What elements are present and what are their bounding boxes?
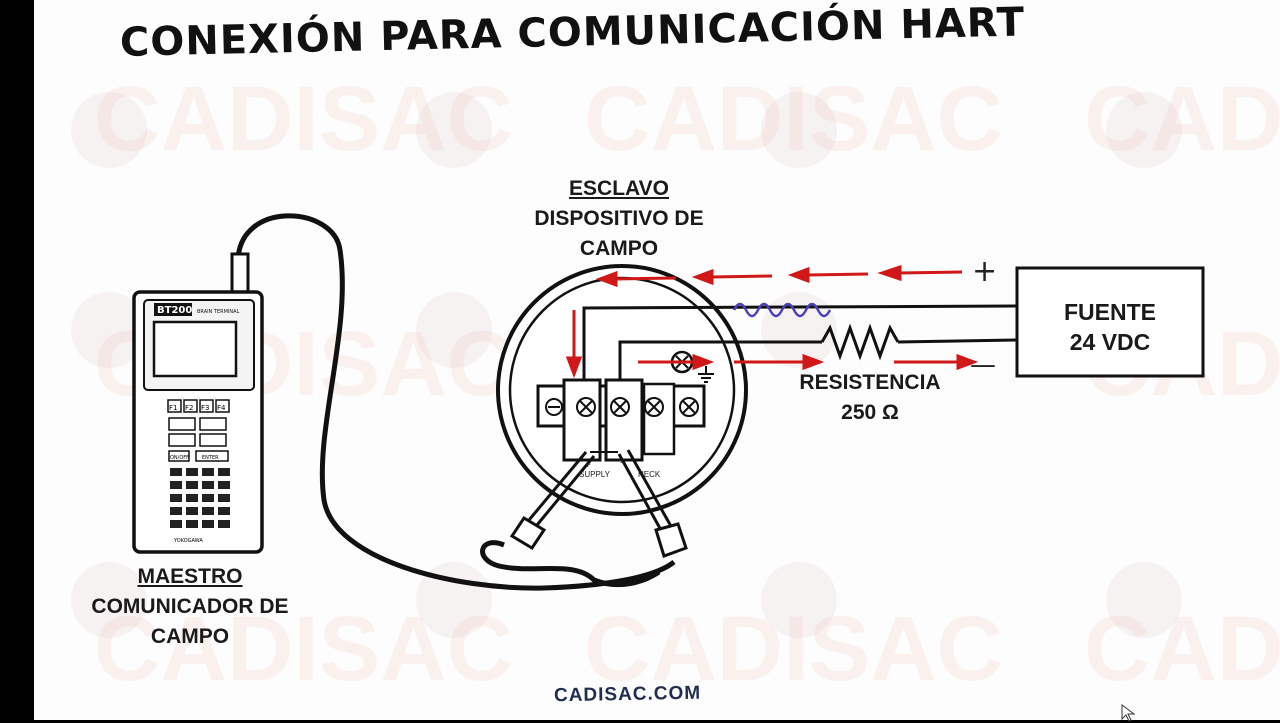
communicator-subtitle: BRAIN TERMINAL bbox=[197, 309, 240, 315]
hart-communicator: BT200 BRAIN TERMINAL F1 F2 F3 F4 ON/OFF … bbox=[132, 252, 264, 554]
resistor-name: RESISTENCIA bbox=[799, 371, 941, 394]
communicator-key-f1: F1 bbox=[169, 404, 177, 412]
watermark-text: CADISAC bbox=[1084, 598, 1280, 700]
ground-icon bbox=[698, 366, 714, 383]
terminal-block bbox=[536, 350, 714, 462]
watermark-text: CADISAC bbox=[584, 598, 1003, 700]
test-probes bbox=[509, 449, 688, 558]
slave-line2: CAMPO bbox=[579, 237, 659, 260]
slave-line1: DISPOSITIVO DE bbox=[534, 207, 704, 230]
terminal-check-label: HECK bbox=[638, 470, 661, 479]
terminal-plus-label: + bbox=[585, 460, 591, 471]
communicator-key-f4: F4 bbox=[217, 404, 226, 412]
power-supply-box bbox=[1015, 266, 1205, 378]
supply-minus-sign: — bbox=[970, 350, 996, 380]
master-heading: MAESTRO bbox=[137, 565, 243, 588]
master-line2: CAMPO bbox=[150, 625, 230, 648]
slave-heading: ESCLAVO bbox=[569, 177, 669, 200]
resistor-label: RESISTENCIA 250 Ω bbox=[770, 368, 970, 428]
communicator-key-f2: F2 bbox=[185, 404, 193, 412]
watermark-text: CADISAC bbox=[94, 598, 513, 700]
master-device-label: MAESTRO COMUNICADOR DE CAMPO bbox=[70, 562, 310, 652]
probe-cable-coil bbox=[480, 540, 661, 588]
hart-signal-wave bbox=[732, 302, 832, 318]
watermark-text: CADISAC bbox=[94, 68, 513, 170]
slide-canvas: CADISAC CADISAC CADISAC CADISAC CADISAC … bbox=[34, 0, 1280, 720]
terminal-minus-label: − bbox=[620, 458, 626, 469]
current-flow-arrows bbox=[565, 264, 979, 379]
loop-wire-negative bbox=[618, 338, 1017, 388]
terminal-supply-label: SUPPLY bbox=[579, 470, 610, 479]
power-supply-line2: 24 VDC bbox=[1069, 329, 1151, 355]
master-line1: COMUNICADOR DE bbox=[91, 595, 289, 618]
communicator-brand: YOKOGAWA bbox=[173, 538, 203, 544]
communicator-cable bbox=[235, 213, 676, 591]
mouse-cursor-icon bbox=[1121, 704, 1136, 722]
watermark-text: CADISAC bbox=[584, 68, 1003, 170]
slave-device-label: ESCLAVO DISPOSITIVO DE CAMPO bbox=[504, 174, 734, 264]
power-supply-line1: FUENTE bbox=[1064, 299, 1156, 325]
supply-plus-sign: + bbox=[972, 254, 998, 289]
resistor-value: 250 Ω bbox=[841, 401, 899, 424]
footer-website[interactable]: CADISAC.COM bbox=[553, 682, 702, 707]
hart-wiring-diagram: BT200 BRAIN TERMINAL F1 F2 F3 F4 ON/OFF … bbox=[132, 213, 1205, 591]
communicator-key-f3: F3 bbox=[201, 404, 209, 412]
communicator-key-enter: ENTER bbox=[202, 455, 219, 461]
watermark-text: CADISAC bbox=[1084, 68, 1280, 170]
communicator-model: BT200 bbox=[157, 305, 192, 316]
communicator-key-onoff: ON/OFF bbox=[170, 455, 189, 461]
power-supply-label: FUENTE 24 VDC bbox=[1017, 297, 1203, 357]
loop-wire-positive bbox=[582, 304, 1017, 388]
resistor-symbol bbox=[820, 323, 900, 361]
